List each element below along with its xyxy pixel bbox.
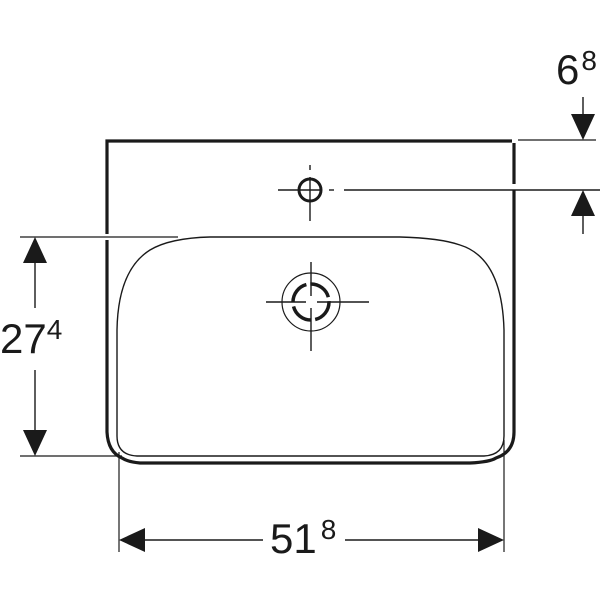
arrow-down-icon — [23, 430, 47, 456]
width-decimal: 8 — [321, 514, 337, 545]
arrow-down-icon — [571, 114, 595, 140]
basin-depth-decimal: 4 — [47, 314, 63, 345]
basin-depth-value: 27 — [0, 315, 47, 362]
dimension-basin-depth: 274 — [0, 236, 178, 457]
svg-text:518: 518 — [270, 514, 336, 562]
arrow-left-icon — [119, 528, 145, 552]
arrow-up-icon — [571, 190, 595, 216]
drain — [266, 262, 369, 351]
dimension-tap-hole-offset: 68 — [518, 45, 597, 234]
svg-text:274: 274 — [0, 314, 62, 362]
arrow-up-icon — [23, 237, 47, 263]
svg-text:68: 68 — [556, 45, 597, 93]
tap-offset-value: 6 — [556, 46, 579, 93]
width-value: 51 — [270, 515, 317, 562]
basin-inner-bowl — [116, 236, 505, 457]
tap-hole — [278, 165, 600, 221]
arrow-right-icon — [478, 528, 504, 552]
tap-offset-decimal: 8 — [581, 45, 597, 76]
basin-outer-body — [105, 139, 516, 465]
